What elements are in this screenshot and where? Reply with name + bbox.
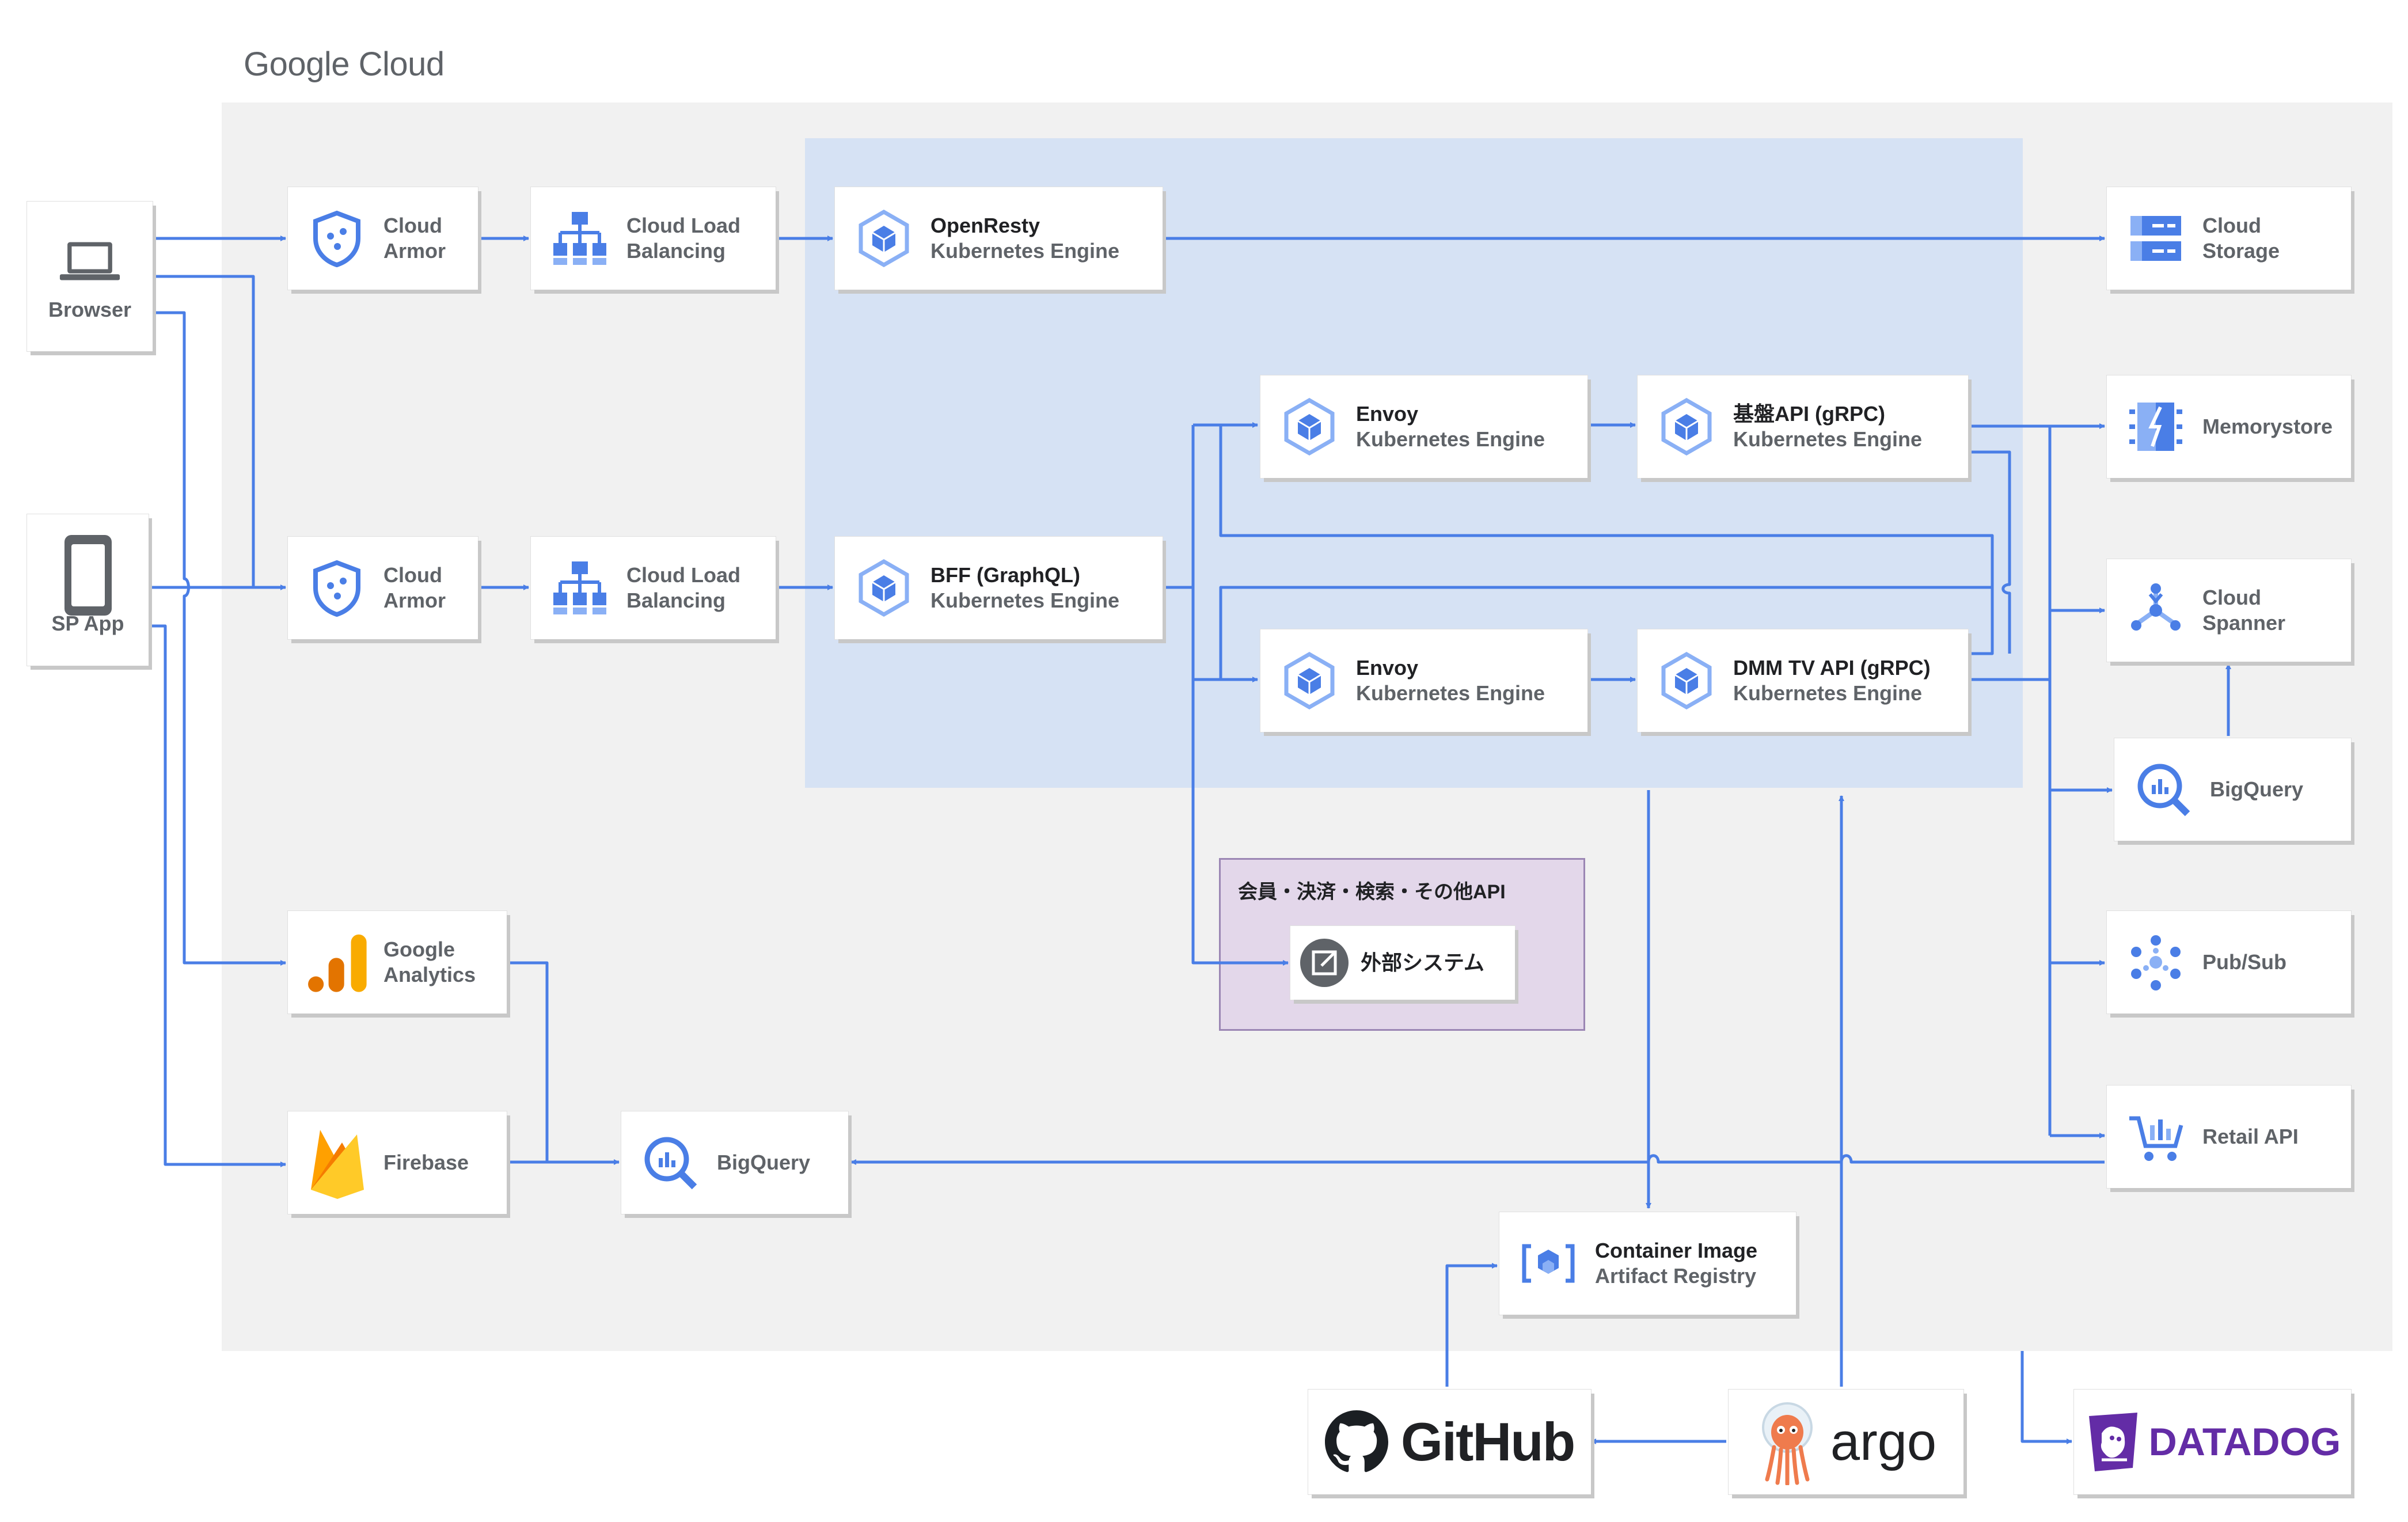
firebase-label: Firebase — [383, 1151, 469, 1174]
service-name: OpenResty — [930, 214, 1040, 237]
shield-icon — [305, 556, 369, 620]
google-analytics-label: Google Analytics — [383, 938, 476, 986]
kubernetes-engine-icon — [1278, 395, 1341, 458]
datadog-label: DATADOG — [2148, 1420, 2341, 1464]
pubsub-label: Pub/Sub — [2202, 950, 2287, 974]
argo-octopus-icon — [1756, 1402, 1819, 1485]
bff-graphql-service: BFF (GraphQL)Kubernetes Engine — [835, 537, 1163, 639]
google-cloud-logo: Google Cloud — [244, 45, 445, 83]
cloud-armor-app: Cloud Armor — [288, 537, 478, 639]
sp-app-label: SP App — [51, 611, 124, 635]
bigquery-right: BigQuery — [2114, 738, 2351, 841]
cloud-storage-label: Cloud Storage — [2202, 214, 2280, 263]
shopping-cart-icon — [2124, 1105, 2187, 1168]
cloud-load-balancing-app: Cloud Load Balancing — [531, 537, 776, 639]
datadog: DATADOG — [2074, 1390, 2351, 1494]
service-type: Kubernetes Engine — [1356, 427, 1545, 451]
bigquery-icon — [639, 1131, 702, 1194]
registry-name: Container Image — [1595, 1239, 1758, 1262]
service-name: 基盤API (gRPC) — [1733, 402, 1885, 426]
cloud-armor-label: Cloud Armor — [383, 563, 446, 612]
pubsub: Pub/Sub — [2107, 911, 2351, 1014]
kubernetes-engine-icon — [1278, 649, 1341, 712]
service-name: BFF (GraphQL) — [930, 563, 1080, 587]
firebase: Firebase — [288, 1111, 507, 1214]
service-type: Kubernetes Engine — [1733, 427, 1923, 451]
external-api-group: 会員・決済・検索・その他API — [1219, 858, 1585, 1031]
cloud-load-balancing-label: Cloud Load Balancing — [626, 563, 740, 612]
firebase-icon — [305, 1130, 369, 1199]
memorystore: Memorystore — [2107, 375, 2351, 478]
google-analytics-icon — [305, 931, 369, 994]
kiban-api-service: 基盤API (gRPC)Kubernetes Engine — [1638, 375, 1968, 478]
service-type: Kubernetes Engine — [1356, 681, 1545, 705]
kubernetes-engine-icon — [852, 556, 916, 620]
external-link-icon — [1298, 937, 1350, 989]
cloud-spanner: Cloud Spanner — [2107, 559, 2351, 662]
kubernetes-engine-icon — [852, 207, 916, 270]
cloud-armor-browser: Cloud Armor — [288, 187, 478, 290]
registry-type: Artifact Registry — [1595, 1264, 1757, 1288]
bigquery-label: BigQuery — [717, 1151, 811, 1174]
service-name: Envoy — [1356, 402, 1419, 426]
google-analytics: Google Analytics — [288, 911, 507, 1014]
cloud-spanner-label: Cloud Spanner — [2202, 586, 2286, 635]
kubernetes-engine-icon — [1655, 395, 1718, 458]
github-icon — [1324, 1410, 1388, 1474]
argo: argo — [1729, 1390, 1963, 1494]
cloud-armor-label: Cloud Armor — [383, 214, 446, 263]
service-type: Kubernetes Engine — [930, 589, 1120, 612]
cloud-load-balancing-browser: Cloud Load Balancing — [531, 187, 776, 290]
artifact-registry-icon — [1517, 1232, 1580, 1295]
load-balancer-icon — [548, 207, 612, 270]
pubsub-icon — [2124, 931, 2187, 994]
smartphone-icon — [56, 534, 120, 616]
bigquery-analytics: BigQuery — [621, 1111, 848, 1214]
load-balancer-icon — [548, 556, 612, 620]
service-name: Envoy — [1356, 656, 1419, 680]
retail-api: Retail API — [2107, 1085, 2351, 1188]
external-system: 外部システム — [1290, 926, 1515, 1000]
dmm-tv-api-service: DMM TV API (gRPC)Kubernetes Engine — [1638, 629, 1968, 732]
memorystore-icon — [2124, 395, 2187, 458]
bigquery-label: BigQuery — [2210, 777, 2304, 801]
sp-app-client: SP App — [27, 514, 149, 666]
service-name: DMM TV API (gRPC) — [1733, 656, 1931, 680]
external-api-group-title: 会員・決済・検索・その他API — [1238, 881, 1506, 903]
external-system-label: 外部システム — [1361, 951, 1484, 974]
storage-icon — [2124, 207, 2187, 270]
service-type: Kubernetes Engine — [930, 239, 1120, 263]
browser-client: Browser — [27, 202, 153, 351]
shield-icon — [305, 207, 369, 270]
argo-label: argo — [1830, 1412, 1937, 1471]
memorystore-label: Memorystore — [2202, 415, 2333, 438]
cloud-storage: Cloud Storage — [2107, 187, 2351, 290]
cloud-load-balancing-label: Cloud Load Balancing — [626, 214, 740, 263]
browser-label: Browser — [48, 298, 132, 321]
datadog-dog-icon — [2084, 1410, 2142, 1474]
spanner-icon — [2124, 579, 2187, 642]
service-type: Kubernetes Engine — [1733, 681, 1923, 705]
github: GitHub — [1308, 1390, 1591, 1494]
kubernetes-engine-icon — [1655, 649, 1718, 712]
bigquery-icon — [2132, 758, 2195, 821]
laptop-icon — [58, 230, 121, 294]
github-label: GitHub — [1400, 1411, 1575, 1472]
retail-api-label: Retail API — [2202, 1125, 2299, 1148]
